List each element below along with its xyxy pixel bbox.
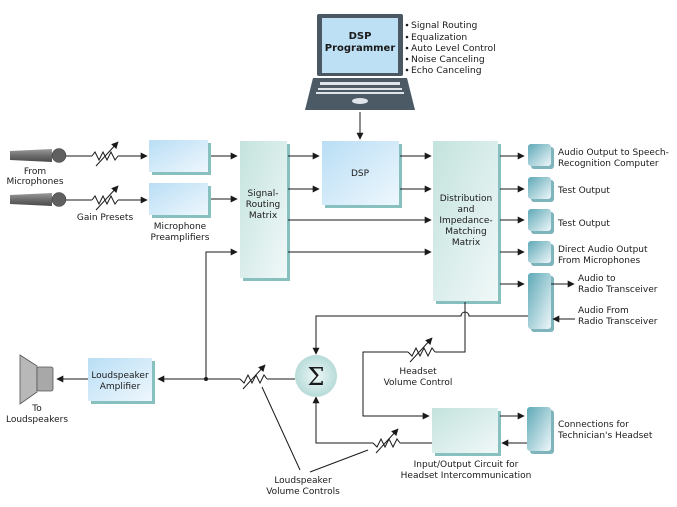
headset-connector-label: Technician's Headset: [557, 431, 653, 441]
headset-connector-label: Connections for: [558, 420, 629, 430]
output-connector: [528, 144, 554, 169]
feature-item: Echo Canceling: [411, 65, 482, 76]
feature-bullets: [405, 23, 409, 72]
routing-label-line3: Matrix: [249, 211, 278, 221]
mic-preamp-block: [149, 183, 211, 218]
variable-resistor-arrow: [242, 364, 266, 390]
wire: [362, 351, 430, 420]
loudspeaker-volume-label: Volume Controls: [266, 487, 340, 497]
microphone-icon: [10, 192, 67, 207]
output-label: From Microphones: [558, 256, 641, 266]
dist-label-line4: Matching: [445, 227, 486, 237]
output-label: Recognition Computer: [558, 159, 659, 169]
variable-resistor-icon: [239, 373, 268, 385]
output-label: Test Output: [557, 186, 610, 196]
wire: [312, 311, 528, 355]
pointer-line: [261, 386, 301, 471]
variable-resistor-arrow: [95, 141, 119, 167]
output-label: Direct Audio Output: [558, 245, 648, 255]
loudspeaker-label: To: [31, 404, 42, 414]
output-label: Test Output: [557, 219, 610, 229]
io-circuit-block: [432, 408, 501, 456]
routing-label-line2: Routing: [246, 200, 281, 210]
variable-resistor-arrow: [95, 185, 119, 211]
headset-volume-label: Headset: [399, 367, 437, 377]
headset-volume-label: Volume Control: [384, 378, 453, 388]
microphone-icon: [10, 148, 67, 163]
feature-item: Noise Canceling: [411, 54, 485, 65]
preamp-label-line1: Microphone: [154, 222, 207, 232]
feature-item: Auto Level Control: [411, 43, 496, 54]
amplifier-label: Loudspeaker: [91, 371, 149, 381]
loudspeaker-volume-label: Loudspeaker: [274, 476, 332, 486]
dsp-block: [322, 141, 402, 208]
wire: [205, 248, 238, 379]
dist-label-line2: and: [458, 205, 475, 215]
amplifier-label: Amplifier: [100, 382, 141, 392]
output-connector: [528, 209, 554, 234]
output-connector: [528, 241, 554, 266]
output-label: Audio Output to Speech-: [558, 148, 669, 158]
programmer-title-line1: DSP: [349, 31, 372, 42]
radio-in-label: Radio Transceiver: [578, 317, 658, 327]
summing-junction: [295, 355, 337, 397]
dist-label-line3: Impedance-: [439, 216, 492, 226]
wire: [435, 302, 466, 353]
radio-in-label: Audio From: [578, 306, 629, 316]
variable-resistor-arrow: [409, 337, 433, 363]
io-circuit-label: Input/Output Circuit for: [414, 460, 519, 470]
distribution-matrix-block: [433, 141, 501, 304]
programmer-title-line2: Programmer: [325, 43, 396, 54]
loudspeaker-label: Loudspeakers: [6, 415, 68, 425]
variable-resistor-icon: [372, 437, 401, 449]
output-connector: [528, 177, 554, 202]
radio-out-label: Audio to: [578, 274, 616, 284]
gain-presets-label: Gain Presets: [77, 213, 134, 223]
routing-label-line1: Signal-: [248, 189, 279, 199]
radio-connector: [528, 273, 554, 332]
mic-label-line1: From: [24, 167, 46, 177]
wire: [312, 396, 373, 444]
preamp-label-line2: Preamplifiers: [151, 233, 210, 243]
io-circuit-label: Headset Intercommunication: [401, 471, 532, 481]
dist-label-line1: Distribution: [440, 194, 493, 204]
mic-label-line2: Microphones: [6, 177, 63, 187]
feature-list: Signal Routing Equalization Auto Level C…: [411, 20, 496, 76]
loudspeaker-icon: [19, 354, 54, 405]
pointer-line: [309, 449, 369, 473]
headset-connector: [527, 407, 554, 454]
dsp-label: DSP: [351, 169, 370, 179]
signal-routing-matrix-block: [240, 141, 290, 281]
feature-item: Equalization: [411, 32, 467, 43]
dist-label-line5: Matrix: [452, 238, 481, 248]
mic-preamp-block: [149, 140, 211, 175]
radio-out-label: Radio Transceiver: [578, 285, 658, 295]
laptop-icon: [305, 14, 415, 110]
feature-item: Signal Routing: [411, 20, 477, 31]
loudspeaker-amplifier-block: [88, 358, 155, 404]
variable-resistor-icon: [407, 346, 436, 358]
variable-resistor-arrow: [375, 428, 399, 454]
sigma-symbol: Σ: [308, 363, 325, 391]
